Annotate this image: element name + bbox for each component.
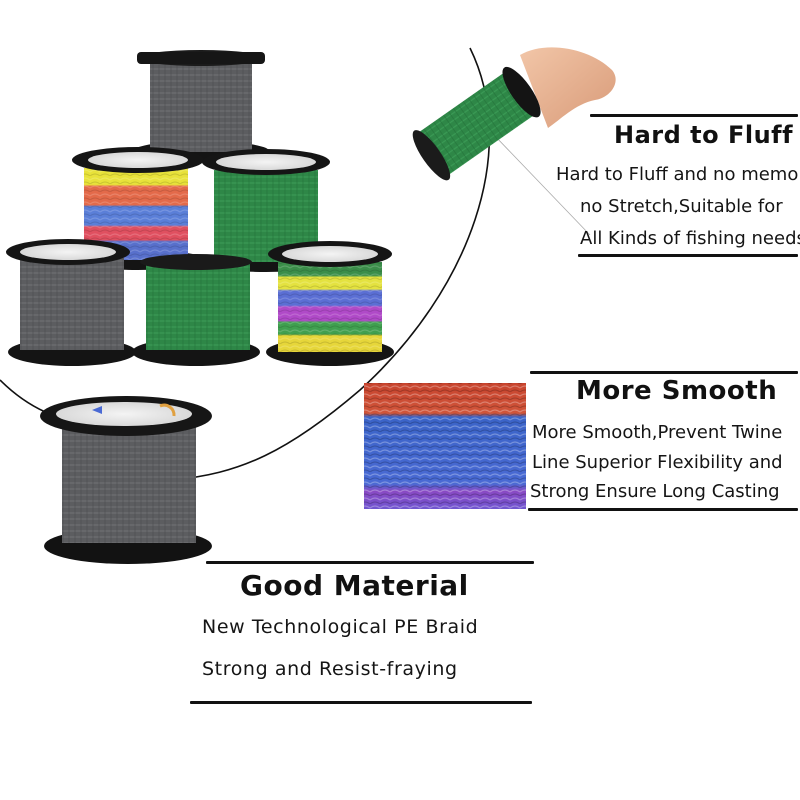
material-line-1: New Technological PE Braid xyxy=(202,616,479,638)
fluff-top-rule xyxy=(590,114,798,117)
spool-large-gray xyxy=(40,396,212,564)
spool-bottom-green xyxy=(132,254,260,366)
fluff-bottom-rule xyxy=(578,254,798,257)
braid-closeup xyxy=(364,383,526,509)
spool-top-gray xyxy=(133,50,269,161)
fluff-line-2: no Stretch,Suitable for xyxy=(580,196,783,217)
smooth-line-2: Line Superior Flexibility and xyxy=(532,452,783,473)
fluff-title: Hard to Fluff xyxy=(614,121,794,149)
fluff-line-1: Hard to Fluff and no memory xyxy=(556,164,800,185)
spool-pyramid xyxy=(6,50,394,366)
smooth-bottom-rule xyxy=(528,508,798,511)
hand-with-green-spool xyxy=(412,47,616,181)
material-title: Good Material xyxy=(240,569,469,602)
material-top-rule xyxy=(206,561,534,564)
spool-bottom-gray xyxy=(6,239,136,366)
smooth-line-1: More Smooth,Prevent Twine xyxy=(532,422,783,443)
spool-bottom-multicolor xyxy=(266,241,394,366)
fluff-line-3: All Kinds of fishing needs xyxy=(580,228,800,249)
smooth-line-3: Strong Ensure Long Casting xyxy=(530,481,780,502)
smooth-title: More Smooth xyxy=(576,376,778,406)
smooth-top-rule xyxy=(530,371,798,374)
material-bottom-rule xyxy=(190,701,532,704)
material-line-2: Strong and Resist-fraying xyxy=(202,658,458,680)
